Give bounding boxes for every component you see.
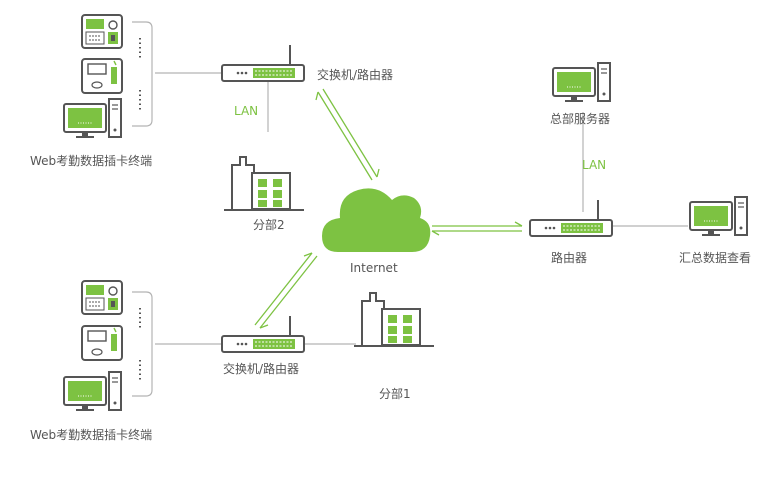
desktop-pc-icon [63,371,122,411]
arrow-internet-router [431,221,523,236]
branch-building-icon [353,292,435,347]
router-icon [529,199,613,237]
label-hq-server: 总部服务器 [550,111,610,126]
card-terminal-icon [81,325,123,361]
switch-router-icon [221,315,305,353]
switch-router-icon [221,44,305,82]
attendance-terminal-icon [81,14,123,49]
label-lan-right: LAN [582,158,606,172]
arrow-internet-switch-bottom [254,252,318,329]
branch-building-icon [223,156,305,211]
terminal-bracket [131,291,153,397]
label-branch1: 分部1 [379,386,411,401]
label-lan-left: LAN [234,104,258,118]
terminal-bracket [131,21,153,127]
label-web-terminal-bottom: Web考勤数据插卡终端 [30,427,152,442]
label-web-terminal-top: Web考勤数据插卡终端 [30,153,152,168]
hq-server-icon [552,62,611,102]
label-switch-top: 交换机/路由器 [317,67,393,82]
attendance-terminal-icon [81,280,123,315]
terminal-group-bottom: Web考勤数据插卡终端 [30,280,153,442]
summary-pc-icon [689,196,748,236]
terminal-group-top: Web考勤数据插卡终端 [30,14,153,168]
label-router: 路由器 [551,250,587,265]
label-switch-bottom: 交换机/路由器 [223,361,299,376]
label-internet: Internet [350,261,398,275]
label-summary-pc: 汇总数据查看 [679,250,751,265]
card-terminal-icon [81,58,123,94]
internet-arrows [254,88,523,329]
arrow-switch-top-internet [315,88,380,181]
label-branch2: 分部2 [253,217,285,232]
desktop-pc-icon [63,98,122,138]
connection-lines [155,72,688,345]
internet-cloud-icon [322,188,431,252]
